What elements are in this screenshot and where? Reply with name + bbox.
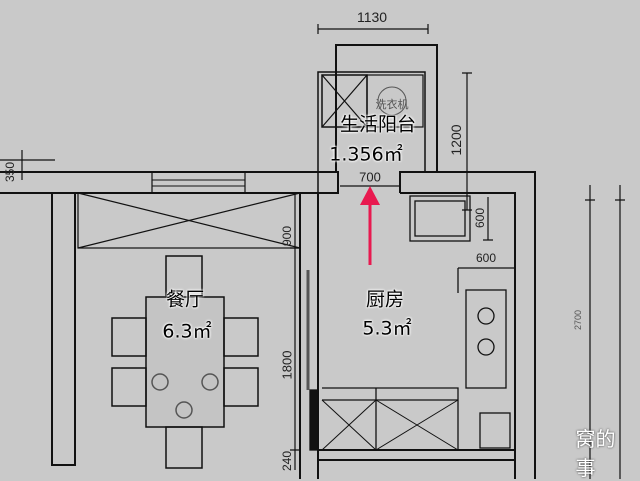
dim-balcony-depth: 1200 [448, 124, 464, 156]
dim-right-total: 2700 [573, 309, 583, 331]
dim-wall-3: 240 [280, 450, 294, 472]
storage-zone [77, 192, 301, 249]
walls [0, 171, 536, 479]
dim-sink-depth: 600 [473, 207, 487, 229]
dim-balcony-width: 1130 [356, 9, 388, 25]
kitchen-name: 厨房 [365, 288, 405, 311]
dim-counter-width: 600 [475, 251, 497, 265]
dim-wall-1: 900 [280, 225, 294, 247]
dim-left-small: 350 [3, 161, 17, 183]
entry-arrow [360, 186, 380, 265]
washer-label: 洗衣机 [375, 99, 409, 111]
dim-wall-2: 1800 [279, 350, 295, 380]
kitchen-area: 5.3㎡ [362, 317, 412, 340]
dining-name: 餐厅 [165, 288, 205, 311]
dining-area: 6.3㎡ [162, 320, 212, 343]
dining-table [111, 255, 259, 469]
dim-door-width: 700 [359, 169, 381, 185]
kitchen-fixtures [306, 195, 511, 451]
balcony-name: 生活阳台 [339, 113, 417, 136]
watermark: 窝的事 [575, 427, 616, 480]
balcony-area: 1.356㎡ [329, 143, 403, 166]
